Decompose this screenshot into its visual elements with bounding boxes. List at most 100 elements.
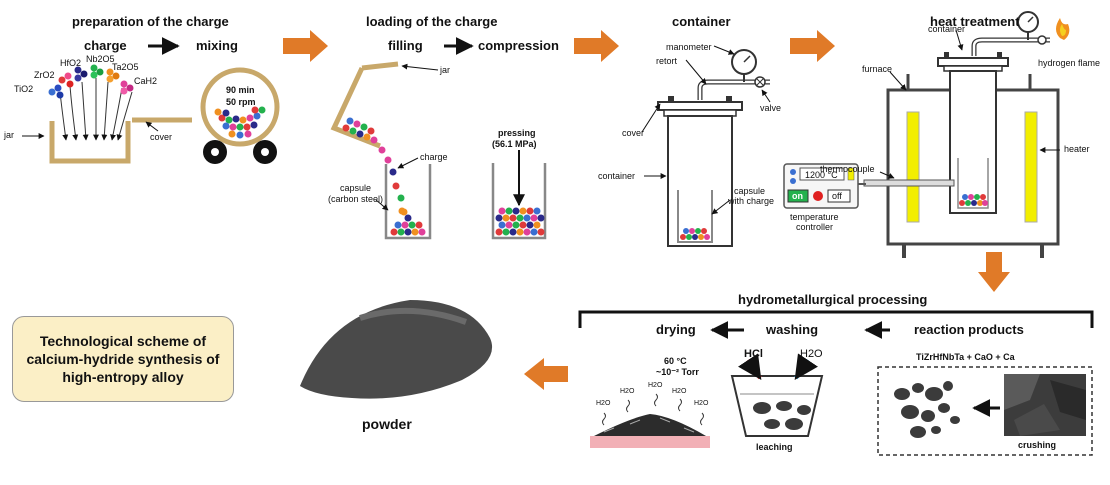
vapor-label-1: H2O — [596, 400, 611, 407]
tilted-jar — [330, 61, 399, 149]
mixing-drum — [200, 67, 280, 147]
on-button — [787, 189, 809, 203]
jar-shape — [49, 121, 131, 164]
crushing-label: crushing — [1018, 440, 1057, 450]
mix-time: 90 min — [226, 85, 255, 95]
powder-pile — [300, 300, 493, 399]
flow-arrows — [283, 30, 1010, 390]
mix-speed: 50 rpm — [226, 97, 256, 107]
flow-arrow-left — [524, 358, 568, 390]
stage1-graphics — [22, 37, 280, 164]
retort-label: retort — [656, 56, 678, 66]
drum-rollers — [203, 140, 277, 164]
stage1-title: preparation of the charge — [72, 14, 229, 29]
water-arrow — [794, 353, 818, 380]
ingot-photo — [1004, 374, 1086, 436]
oxide-cah2: CaH2 — [134, 76, 158, 86]
flow-arrow-2 — [574, 30, 619, 62]
stage2-graphics — [330, 37, 547, 240]
powder-label: powder — [362, 416, 412, 432]
heater-label: heater — [1064, 144, 1090, 154]
tio2-particles — [48, 84, 64, 99]
hcl-label: HCl — [744, 348, 763, 360]
oxide-ta2o5: Ta2O5 — [112, 62, 139, 72]
caption-line-2: calcium-hydride synthesis of — [26, 351, 220, 367]
stage3-title: container — [672, 14, 731, 29]
pressing-value: (56.1 MPa) — [492, 139, 537, 149]
stage3-container-label: container — [598, 171, 636, 181]
thermocouple — [863, 179, 955, 187]
nb2o5-particles — [90, 64, 104, 79]
stage3-cover-label: cover — [622, 128, 645, 138]
stage4-title: heat treatment — [930, 14, 1020, 29]
mixed-charge — [214, 106, 266, 139]
capsule-inside — [677, 190, 713, 243]
capsule-compressed — [491, 163, 547, 240]
compressed-charge — [495, 207, 545, 236]
capsule-open — [384, 164, 432, 240]
vapor-lines — [602, 393, 704, 426]
drying-temp: 60 °C — [664, 356, 687, 366]
stage2-charge-label: charge — [420, 152, 448, 162]
stage1-step-charge: charge — [84, 38, 127, 53]
hydro-graphics — [578, 310, 1094, 456]
caption-line-1: Technological scheme of — [39, 333, 207, 349]
flow-arrow-1 — [283, 30, 328, 62]
container-cover — [657, 101, 743, 111]
hydrogen-flame-label: hydrogen flame — [1038, 58, 1101, 68]
hydro-bracket — [578, 310, 1094, 328]
stage1-step-mixing: mixing — [196, 38, 238, 53]
stage2-title: loading of the charge — [366, 14, 498, 29]
reaction-products-label: reaction products — [914, 322, 1024, 337]
flow-arrow-3 — [790, 30, 835, 62]
oxide-nb2o5: Nb2O5 — [86, 54, 115, 64]
off-button — [827, 189, 851, 203]
cah2-particles — [120, 80, 134, 95]
hydro-title: hydrometallurgical processing — [738, 292, 928, 307]
heater-left — [906, 111, 920, 223]
furnace-label: furnace — [862, 64, 893, 74]
furnace-container — [949, 70, 997, 214]
drying-plate — [590, 436, 710, 448]
manometer-label: manometer — [666, 42, 712, 52]
drying-pressure: ~10⁻² Torr — [656, 367, 699, 377]
crushed-pieces — [894, 381, 960, 438]
cover-label: cover — [150, 132, 173, 142]
drying-pile — [594, 414, 706, 436]
vapor-label-4: H2O — [672, 388, 687, 395]
washing-label: washing — [766, 322, 819, 337]
flow-arrow-down — [978, 252, 1010, 292]
stage2-jar-label: jar — [440, 65, 451, 75]
off-button-label: off — [832, 191, 842, 201]
controller-label-2: controller — [796, 222, 834, 232]
stage2-step-compression: compression — [478, 38, 559, 53]
temperature-display: 1200 °C — [805, 170, 838, 180]
capsule-material: (carbon steel) — [328, 194, 384, 204]
thermocouple-label: thermocouple — [820, 164, 875, 174]
pressing-label: pressing — [498, 128, 536, 138]
stage3-capsule-charge: with charge — [728, 196, 775, 206]
stage4-container-label: container — [928, 24, 966, 34]
drying-label: drying — [656, 322, 696, 337]
heater-right — [1024, 111, 1038, 223]
zro2-particles — [58, 72, 74, 88]
oxide-hfo2: HfO2 — [60, 58, 82, 68]
capsule-charge — [390, 207, 426, 236]
ta2o5-particles — [106, 68, 120, 83]
hcl-arrow — [738, 353, 762, 380]
hfo2-particles — [74, 66, 88, 82]
jar-charge — [342, 117, 378, 144]
on-button-label: on — [792, 191, 803, 201]
scheme-caption: Technological scheme of calcium-hydride … — [12, 316, 234, 402]
vapor-label-3: H2O — [648, 382, 663, 389]
products-box — [877, 366, 1093, 456]
caption-line-3: high-entropy alloy — [62, 369, 184, 385]
stage3-graphics — [641, 45, 771, 247]
oxide-tio2: TiO2 — [14, 84, 34, 94]
leaching-label: leaching — [756, 442, 793, 452]
controller-label: temperature — [790, 212, 839, 222]
water-label: H2O — [800, 348, 823, 360]
vapor-label-5: H2O — [694, 400, 709, 407]
